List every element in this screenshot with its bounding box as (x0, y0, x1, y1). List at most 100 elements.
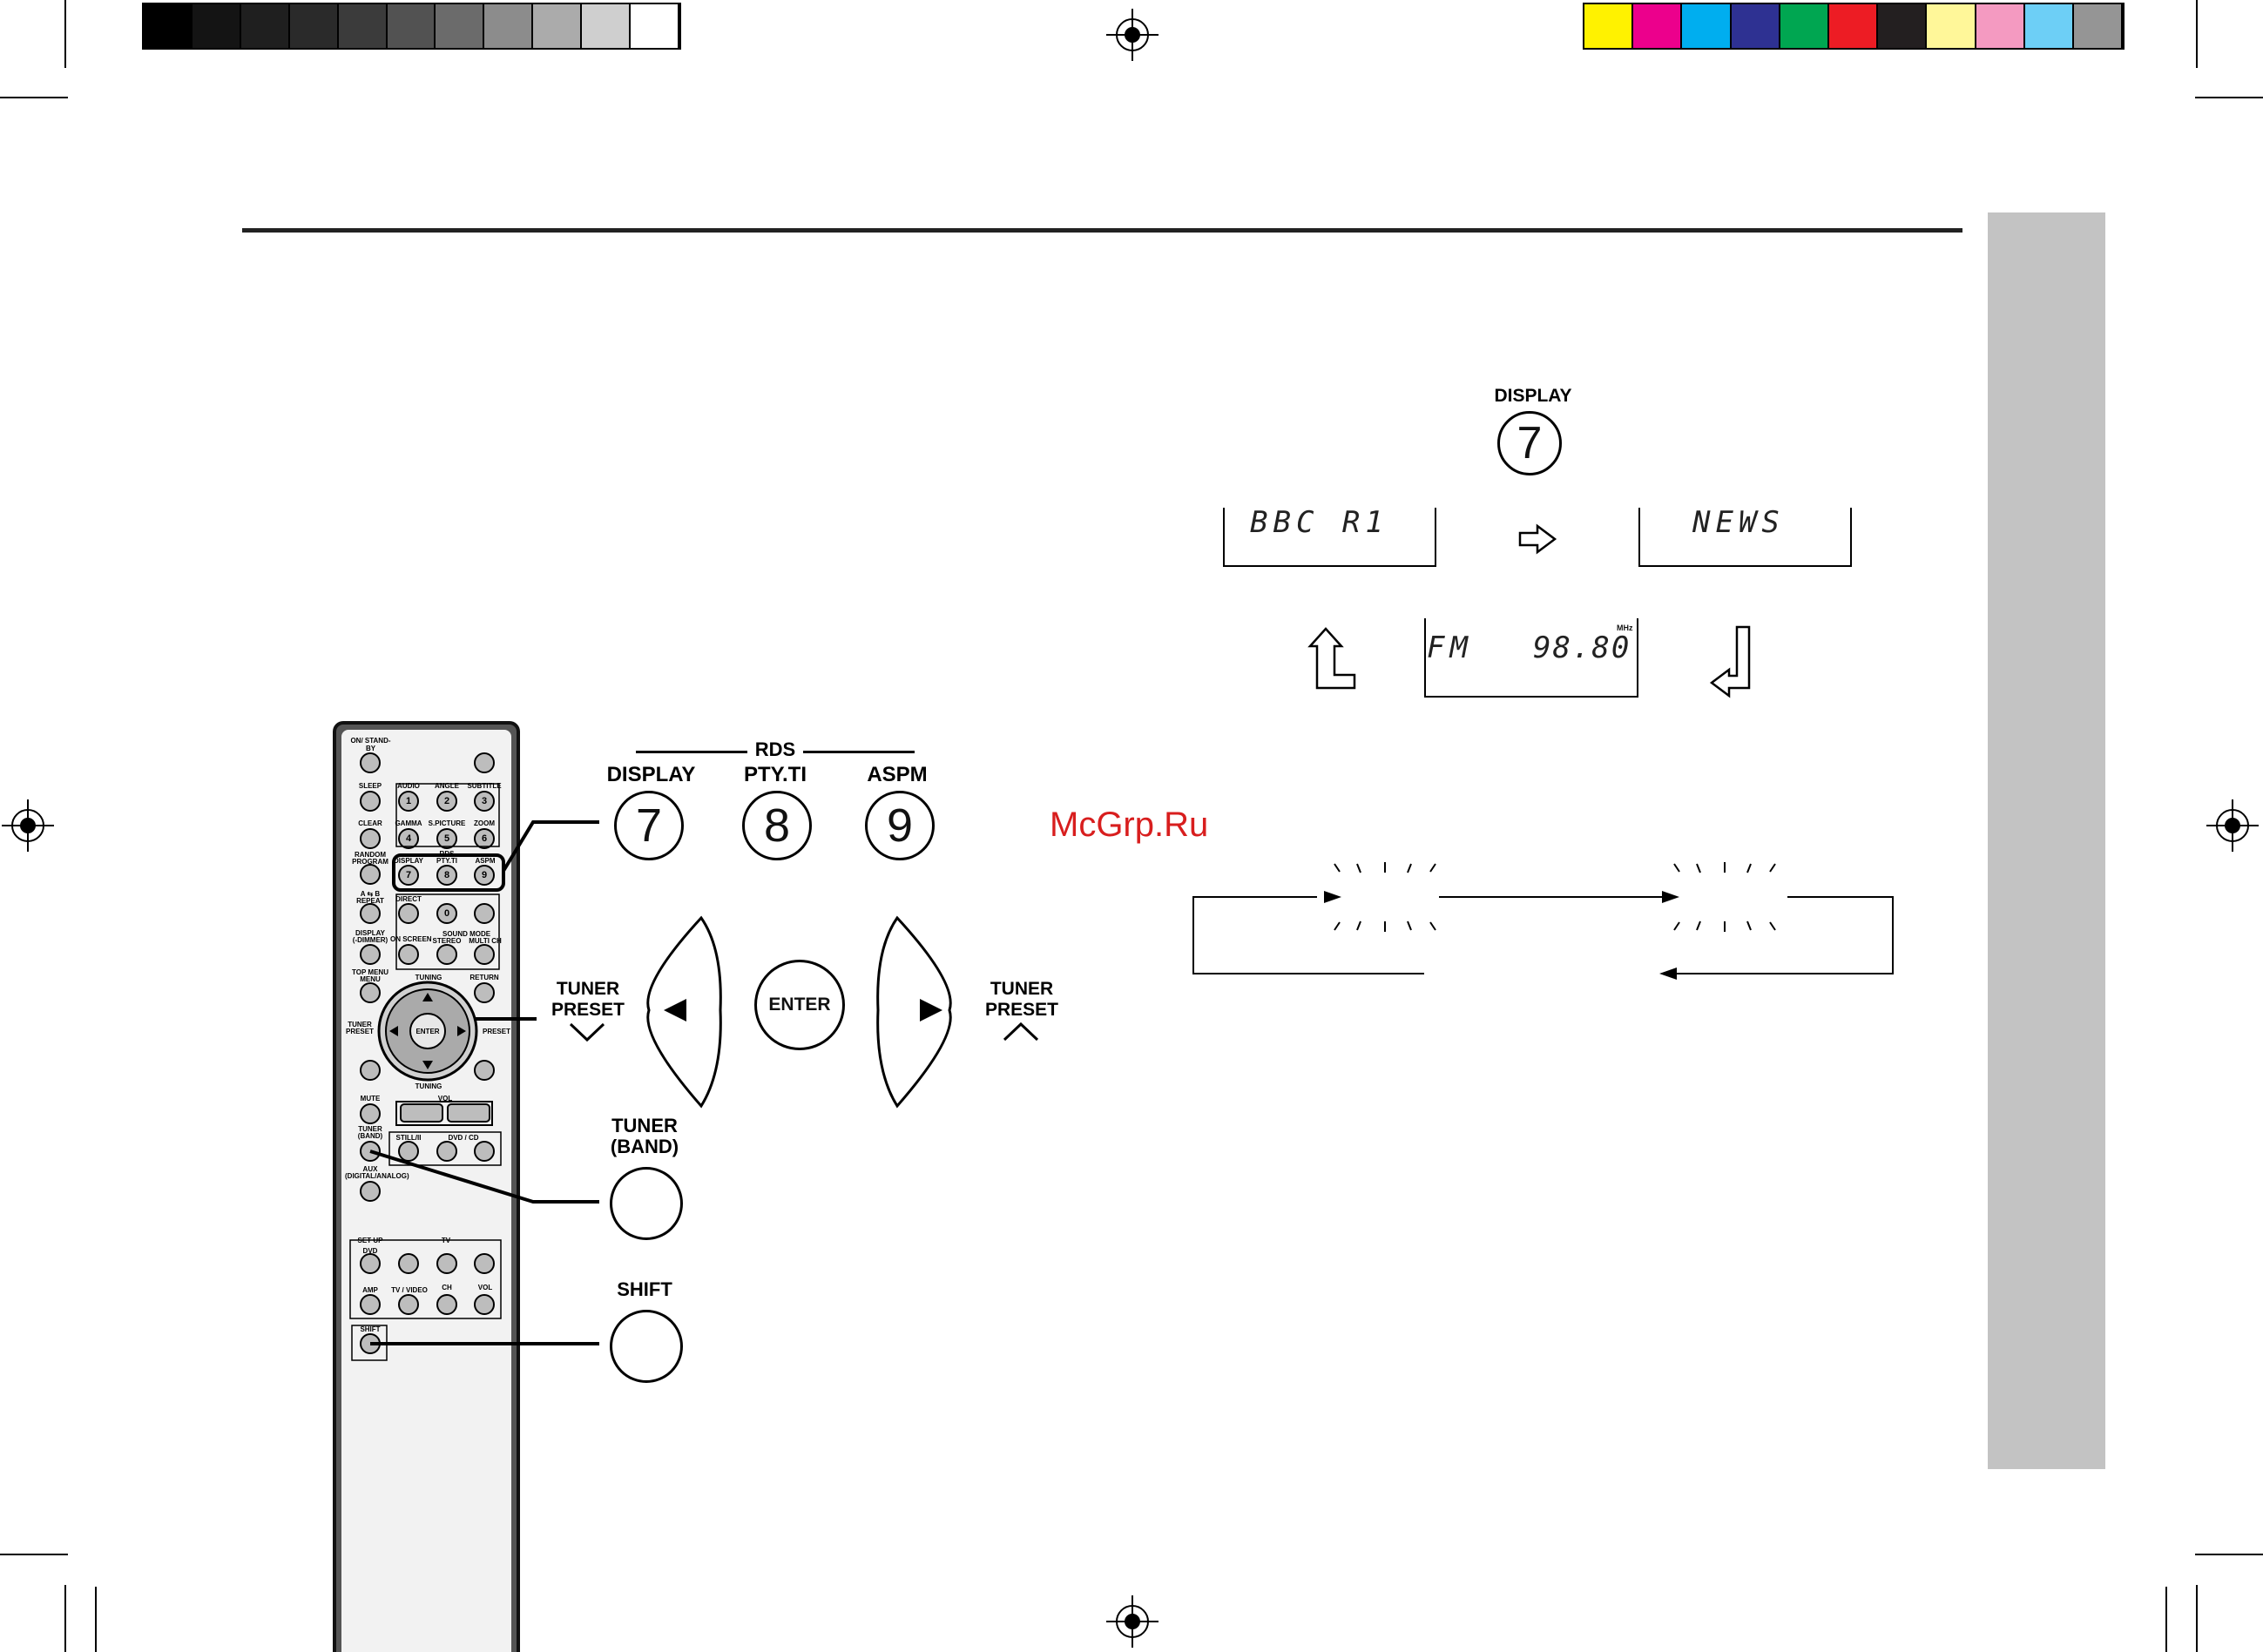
gray-swatch (582, 4, 632, 48)
remote-set-up: SET UP (357, 1237, 383, 1244)
remote-key-9: 9 (481, 870, 488, 880)
aspm-button[interactable]: 9 (865, 791, 935, 860)
remote-aspm: ASPM (475, 857, 496, 865)
registration-mark-bottom (1106, 1595, 1159, 1648)
color-swatch (1584, 4, 1634, 48)
remote-top-menu-1: TOP MENU (352, 968, 388, 976)
color-swatch (1780, 4, 1829, 48)
color-swatch (1828, 4, 1879, 48)
remote-key-3: 3 (481, 796, 488, 806)
tuner-preset-up-label-1: TUNER (990, 979, 1054, 999)
remote-on-standby: ON/ STAND-BY (350, 737, 391, 752)
remote-preset-right: PRESET (482, 1028, 510, 1035)
color-swatch (1731, 4, 1780, 48)
remote-audio: AUDIO (397, 782, 420, 790)
remote-key-7: 7 (405, 870, 412, 880)
remote-ch: CH (442, 1284, 452, 1291)
chevron-down-icon (569, 1022, 605, 1042)
remote-key-2: 2 (443, 796, 450, 806)
gray-swatch (387, 4, 436, 48)
remote-dvd: DVD (362, 1247, 378, 1255)
enter-label: ENTER (768, 995, 831, 1015)
remote-still: STILL/II (395, 1134, 422, 1142)
remote-display-dimmer-1: DISPLAY (355, 929, 385, 937)
registration-mark-top (1106, 9, 1159, 61)
rds-rule-right (803, 751, 915, 753)
remote-mute: MUTE (360, 1095, 381, 1102)
display-button[interactable]: 7 (614, 791, 684, 860)
remote-key-0: 0 (443, 908, 450, 919)
tuner-preset-down-label-1: TUNER (556, 979, 620, 999)
lcd-unit: MHz (1617, 624, 1633, 632)
tuner-band-label-1: TUNER (611, 1115, 678, 1136)
remote-on-screen: ON SCREEN (390, 935, 432, 943)
remote-return: RETURN (469, 974, 499, 981)
remote-vol-tv: VOL (477, 1284, 493, 1291)
gray-swatch (289, 4, 339, 48)
remote-stereo: STEREO (432, 937, 462, 945)
color-swatch (2024, 4, 2074, 48)
remote-sound-mode: SOUND MODE (442, 930, 491, 938)
rds-label: RDS (754, 738, 796, 760)
pty-ti-button[interactable]: 8 (742, 791, 812, 860)
pty-ti-label: PTY.TI (743, 763, 807, 786)
gray-swatch (192, 4, 241, 48)
remote-tuner-band-1: TUNER (358, 1125, 382, 1133)
remote-dvd-cd: DVD / CD (448, 1134, 479, 1142)
tuner-preset-up-label-2: PRESET (984, 1000, 1059, 1020)
display-button-label: DISPLAY (1494, 386, 1572, 406)
rds-rule-left (636, 751, 747, 753)
enter-button[interactable]: ENTER (754, 960, 845, 1050)
remote-clear: CLEAR (358, 819, 382, 827)
display-label: DISPLAY (606, 763, 696, 786)
remote-amp: AMP (362, 1286, 378, 1294)
gray-swatch (533, 4, 583, 48)
remote-top-menu-2: MENU (360, 975, 381, 983)
display-button-digit: 7 (1517, 418, 1543, 469)
color-swatch (1633, 4, 1683, 48)
remote-tuner-band-2: (BAND) (357, 1132, 383, 1140)
remote-rds: RDS (439, 850, 455, 858)
gray-swatch (240, 4, 290, 48)
remote-tuning-bottom: TUNING (415, 1082, 442, 1090)
side-tab (1988, 212, 2105, 1469)
remote-zoom: ZOOM (474, 819, 495, 827)
remote-key-1: 1 (405, 796, 412, 806)
remote-gamma: GAMMA (395, 819, 422, 827)
shift-button[interactable] (610, 1310, 683, 1383)
remote-pty-ti: PTY.TI (436, 857, 457, 865)
remote-a-b: A ⇆ B (360, 890, 381, 898)
remote-preset-left: PRESET (345, 1028, 374, 1035)
gray-swatch (484, 4, 534, 48)
remote-random: RANDOM (355, 851, 386, 859)
right-arrow-button[interactable] (875, 918, 954, 1106)
watermark: McGrp.Ru (1050, 806, 1209, 844)
gray-swatch (338, 4, 388, 48)
remote-display-dimmer-2: (-DIMMER) (352, 936, 388, 944)
lcd-band: FM (1427, 630, 1473, 665)
gray-swatch (144, 4, 193, 48)
gray-swatch (631, 4, 679, 48)
remote-direct: DIRECT (395, 895, 422, 903)
color-swatch (1927, 4, 1976, 48)
left-arrow-button[interactable] (645, 918, 723, 1106)
remote-key-6: 6 (481, 833, 488, 844)
registration-mark-left-cross (2, 799, 54, 852)
remote-key-4: 4 (405, 833, 412, 844)
display-button-top[interactable]: 7 (1497, 411, 1562, 475)
color-swatch (2073, 4, 2124, 48)
color-calibration-bar (1583, 3, 2125, 50)
remote-tv: TV (441, 1237, 451, 1244)
remote-multi-ch: MULTI CH (469, 937, 502, 945)
aspm-digit: 9 (886, 799, 914, 852)
remote-shift: SHIFT (360, 1325, 381, 1333)
tuner-band-button[interactable] (610, 1167, 683, 1240)
remote-aux-1: AUX (362, 1165, 378, 1173)
remote-sleep: SLEEP (358, 782, 382, 790)
remote-tv-video: TV / VIDEO (391, 1286, 428, 1294)
remote-key-5: 5 (443, 833, 450, 844)
